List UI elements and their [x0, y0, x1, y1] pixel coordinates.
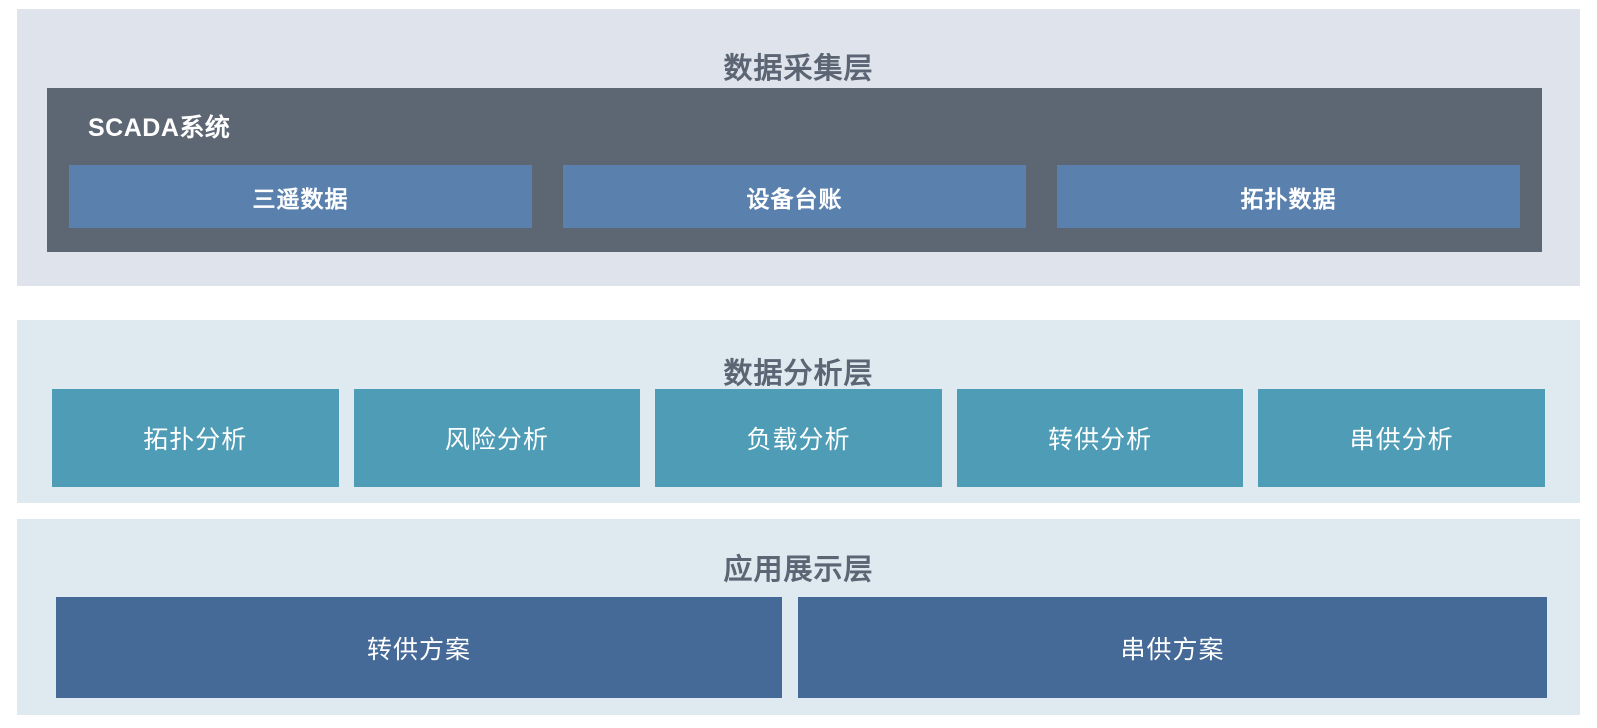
analysis-item-transfer-supply[interactable]: 转供分析 [956, 389, 1244, 487]
application-item-row: 转供方案 串供方案 [56, 597, 1547, 698]
application-item-series-supply-plan[interactable]: 串供方案 [798, 597, 1547, 698]
layer-data-analysis: 数据分析层 拓扑分析 风险分析 负载分析 转供分析 串供分析 [17, 320, 1580, 503]
scada-system-label: SCADA系统 [88, 114, 231, 142]
analysis-item-load[interactable]: 负载分析 [655, 389, 942, 487]
analysis-item-series-supply[interactable]: 串供分析 [1258, 389, 1545, 487]
layer-title-data-analysis: 数据分析层 [723, 358, 874, 390]
scada-item-telemetry[interactable]: 三遥数据 [69, 165, 532, 228]
scada-system-group: SCADA系统 三遥数据 设备台账 拓扑数据 [47, 88, 1542, 252]
scada-item-row: 三遥数据 设备台账 拓扑数据 [69, 165, 1520, 228]
analysis-item-risk[interactable]: 风险分析 [353, 389, 641, 487]
layer-data-collection: 数据采集层 SCADA系统 三遥数据 设备台账 拓扑数据 [17, 9, 1580, 286]
layer-title-data-collection: 数据采集层 [723, 53, 874, 85]
layer-application-presentation: 应用展示层 转供方案 串供方案 [17, 519, 1580, 715]
scada-item-equipment-ledger[interactable]: 设备台账 [563, 165, 1026, 228]
scada-item-topology-data[interactable]: 拓扑数据 [1057, 165, 1520, 228]
application-item-transfer-supply-plan[interactable]: 转供方案 [56, 597, 782, 698]
analysis-item-topology[interactable]: 拓扑分析 [52, 389, 339, 487]
analysis-item-row: 拓扑分析 风险分析 负载分析 转供分析 串供分析 [52, 389, 1545, 487]
layer-title-application-presentation: 应用展示层 [723, 554, 874, 586]
